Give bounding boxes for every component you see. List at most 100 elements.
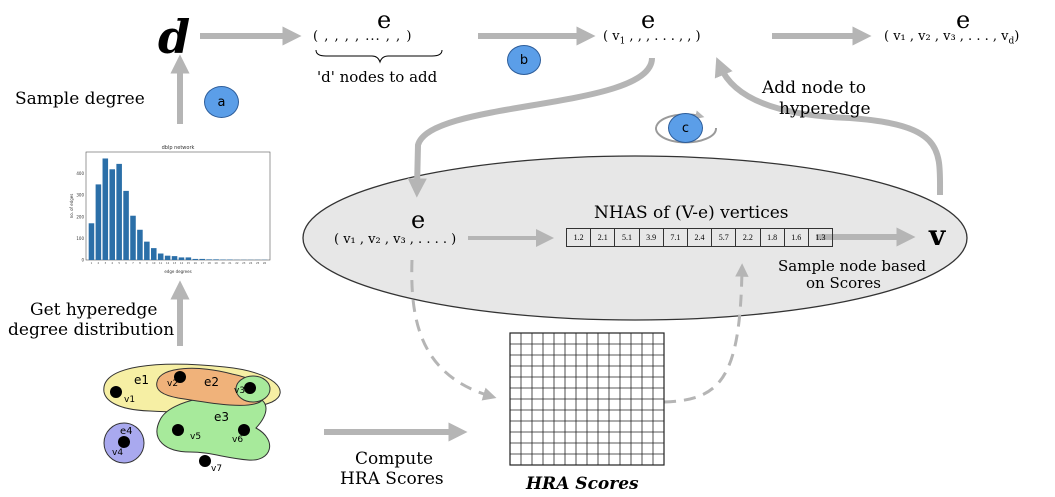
node-v6-label: v6 (232, 435, 244, 445)
histogram-bar (178, 257, 185, 260)
empty-tuple: ( , , , , ... , , ) (313, 29, 413, 44)
nhas-cell: 7.1 (664, 229, 688, 246)
histogram-bar (95, 184, 102, 260)
node-v7-label: v7 (211, 464, 223, 474)
histogram-xtick: 10 (152, 261, 156, 265)
node-v7 (199, 455, 211, 467)
histogram-xtick: 26 (263, 261, 267, 265)
histogram-bar (116, 163, 122, 260)
histogram-xtick: 8 (139, 261, 141, 265)
node-v4-label: v4 (112, 448, 124, 458)
histogram-ytick: 300 (76, 193, 84, 198)
compute-label-2: HRA Scores (340, 469, 444, 489)
histogram-ylabel: no. of edges (69, 194, 74, 219)
histogram-xtick: 18 (207, 261, 211, 265)
partial-tuple-sub: 1 (619, 36, 626, 47)
nhas-cell: 5.1 (615, 229, 640, 246)
partial-tuple-open: ( v (603, 29, 620, 44)
step-badge-a: a (204, 86, 239, 118)
full-tuple-sub: d (1008, 36, 1015, 47)
arrow-add-node (714, 57, 944, 196)
partial-tuple: ( v1 , , , . . . , , ) (603, 30, 701, 47)
sample-degree-label: Sample degree (15, 89, 145, 109)
node-v2-label: v2 (167, 379, 179, 389)
histogram-xtick: 22 (235, 261, 239, 265)
histogram-xtick: 19 (214, 261, 218, 265)
histogram-bar (88, 223, 95, 260)
hypergraph (103, 363, 281, 467)
histogram-bar (137, 229, 143, 260)
histogram-xtick: 11 (159, 261, 163, 265)
histogram-xtick: 23 (242, 261, 246, 265)
full-tuple-text: ( v₁ , v₂ , v₃ , . . . , v (884, 29, 1009, 44)
histogram-xtick: 21 (228, 261, 232, 265)
histogram-xtick: 15 (187, 261, 191, 265)
dashed-arrow-from-hra (663, 263, 749, 404)
arrow-curve-into-ellipse (407, 57, 655, 198)
histogram-xtick: 3 (104, 261, 106, 265)
selected-vertex: v (929, 219, 946, 252)
step-badge-b: b (507, 45, 541, 75)
histogram-bar (199, 258, 205, 260)
histogram-bar (144, 241, 150, 260)
degree-symbol: d (158, 10, 191, 64)
histogram-bar (213, 259, 219, 260)
hyperedge-e4-label: e4 (120, 426, 133, 437)
hyperedge-e3-label: e3 (214, 410, 230, 424)
brace-label: 'd' nodes to add (317, 68, 438, 86)
histogram-xtick: 17 (201, 261, 205, 265)
histogram-bar (185, 257, 192, 260)
histogram-bar (123, 190, 129, 260)
histogram-xtick: 24 (249, 261, 253, 265)
node-v4 (118, 436, 130, 448)
nhas-cell: 1.3 (815, 233, 826, 242)
partial-tuple-rest: , , , . . . , , ) (625, 29, 701, 44)
nhas-cell: 2.1 (591, 229, 616, 246)
histogram-xtick: 2 (98, 261, 100, 265)
histogram-xtick: 6 (125, 261, 127, 265)
hyperedge-e2-label: e2 (204, 375, 220, 389)
node-v5 (172, 424, 184, 436)
node-v1 (110, 386, 122, 398)
nhas-cell: 2.4 (688, 229, 713, 246)
ellipse-hyperedge-label: e (411, 206, 426, 234)
histogram-bar (130, 215, 136, 260)
histogram-xtick: 4 (111, 261, 113, 265)
nhas-cell: 5.7 (712, 229, 737, 246)
node-v5-label: v5 (190, 432, 202, 442)
histogram-xlabel: edge degrees (164, 269, 191, 274)
nhas-cell: 3.9 (640, 229, 664, 246)
histogram-xtick: 12 (166, 261, 170, 265)
ellipse-tuple: ( v₁ , v₂ , v₃ , . . . . ) (334, 232, 457, 247)
hra-scores-title: HRA Scores (526, 474, 639, 494)
histogram-xtick: 16 (194, 261, 198, 265)
histogram-xtick: 14 (180, 261, 184, 265)
histogram-bar (102, 158, 109, 260)
hyperedge-label-partial: e (641, 6, 656, 34)
histogram-xtick: 13 (173, 261, 177, 265)
node-v6 (238, 424, 250, 436)
histogram-xtick: 9 (146, 261, 148, 265)
histogram-axes (85, 151, 271, 261)
histogram-xtick: 20 (221, 261, 225, 265)
nhas-title: NHAS of (V-e) vertices (594, 203, 789, 223)
full-tuple-close: ) (1014, 29, 1020, 44)
dashed-arrow-to-hra (410, 259, 497, 401)
histogram-bar (109, 169, 115, 260)
histogram-xtick: 25 (256, 261, 260, 265)
histogram-ytick: 400 (76, 171, 84, 176)
add-node-label-2: hyperedge (779, 99, 871, 119)
hra-score-matrix (509, 332, 665, 466)
hyperedge-label-full: e (956, 6, 971, 34)
hyperedge-label-empty: e (377, 6, 392, 34)
step-badge-c: c (668, 113, 703, 143)
nhas-cell: 2.2 (736, 229, 761, 246)
histogram-title: dblp network (162, 145, 195, 151)
histogram-bar (157, 253, 164, 260)
histogram-bar (164, 255, 171, 260)
add-node-label-1: Add node to (762, 78, 867, 98)
node-v1-label: v1 (124, 395, 136, 405)
compute-label-1: Compute (355, 449, 434, 469)
